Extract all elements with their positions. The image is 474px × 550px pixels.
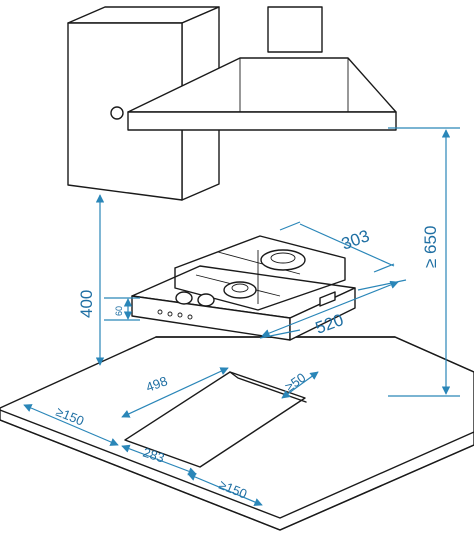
- range-hood: [127, 6, 397, 131]
- small-burner-icon: [223, 281, 257, 299]
- label-hob-width: 303: [339, 226, 372, 254]
- label-hood-height: ≥ 650: [421, 226, 440, 268]
- label-cutout-width: 283: [141, 445, 166, 466]
- dimension-lines: [23, 127, 460, 506]
- wall-cabinet: [67, 6, 220, 201]
- label-hob-height: 60: [114, 306, 124, 316]
- cabinet-knob-icon: [110, 106, 124, 120]
- label-cutout-depth: 498: [144, 373, 170, 395]
- label-cabinet-height: 400: [77, 290, 96, 318]
- control-knob-right-icon: [197, 293, 215, 307]
- large-burner-icon: [260, 249, 306, 271]
- control-knob-left-icon: [175, 291, 193, 305]
